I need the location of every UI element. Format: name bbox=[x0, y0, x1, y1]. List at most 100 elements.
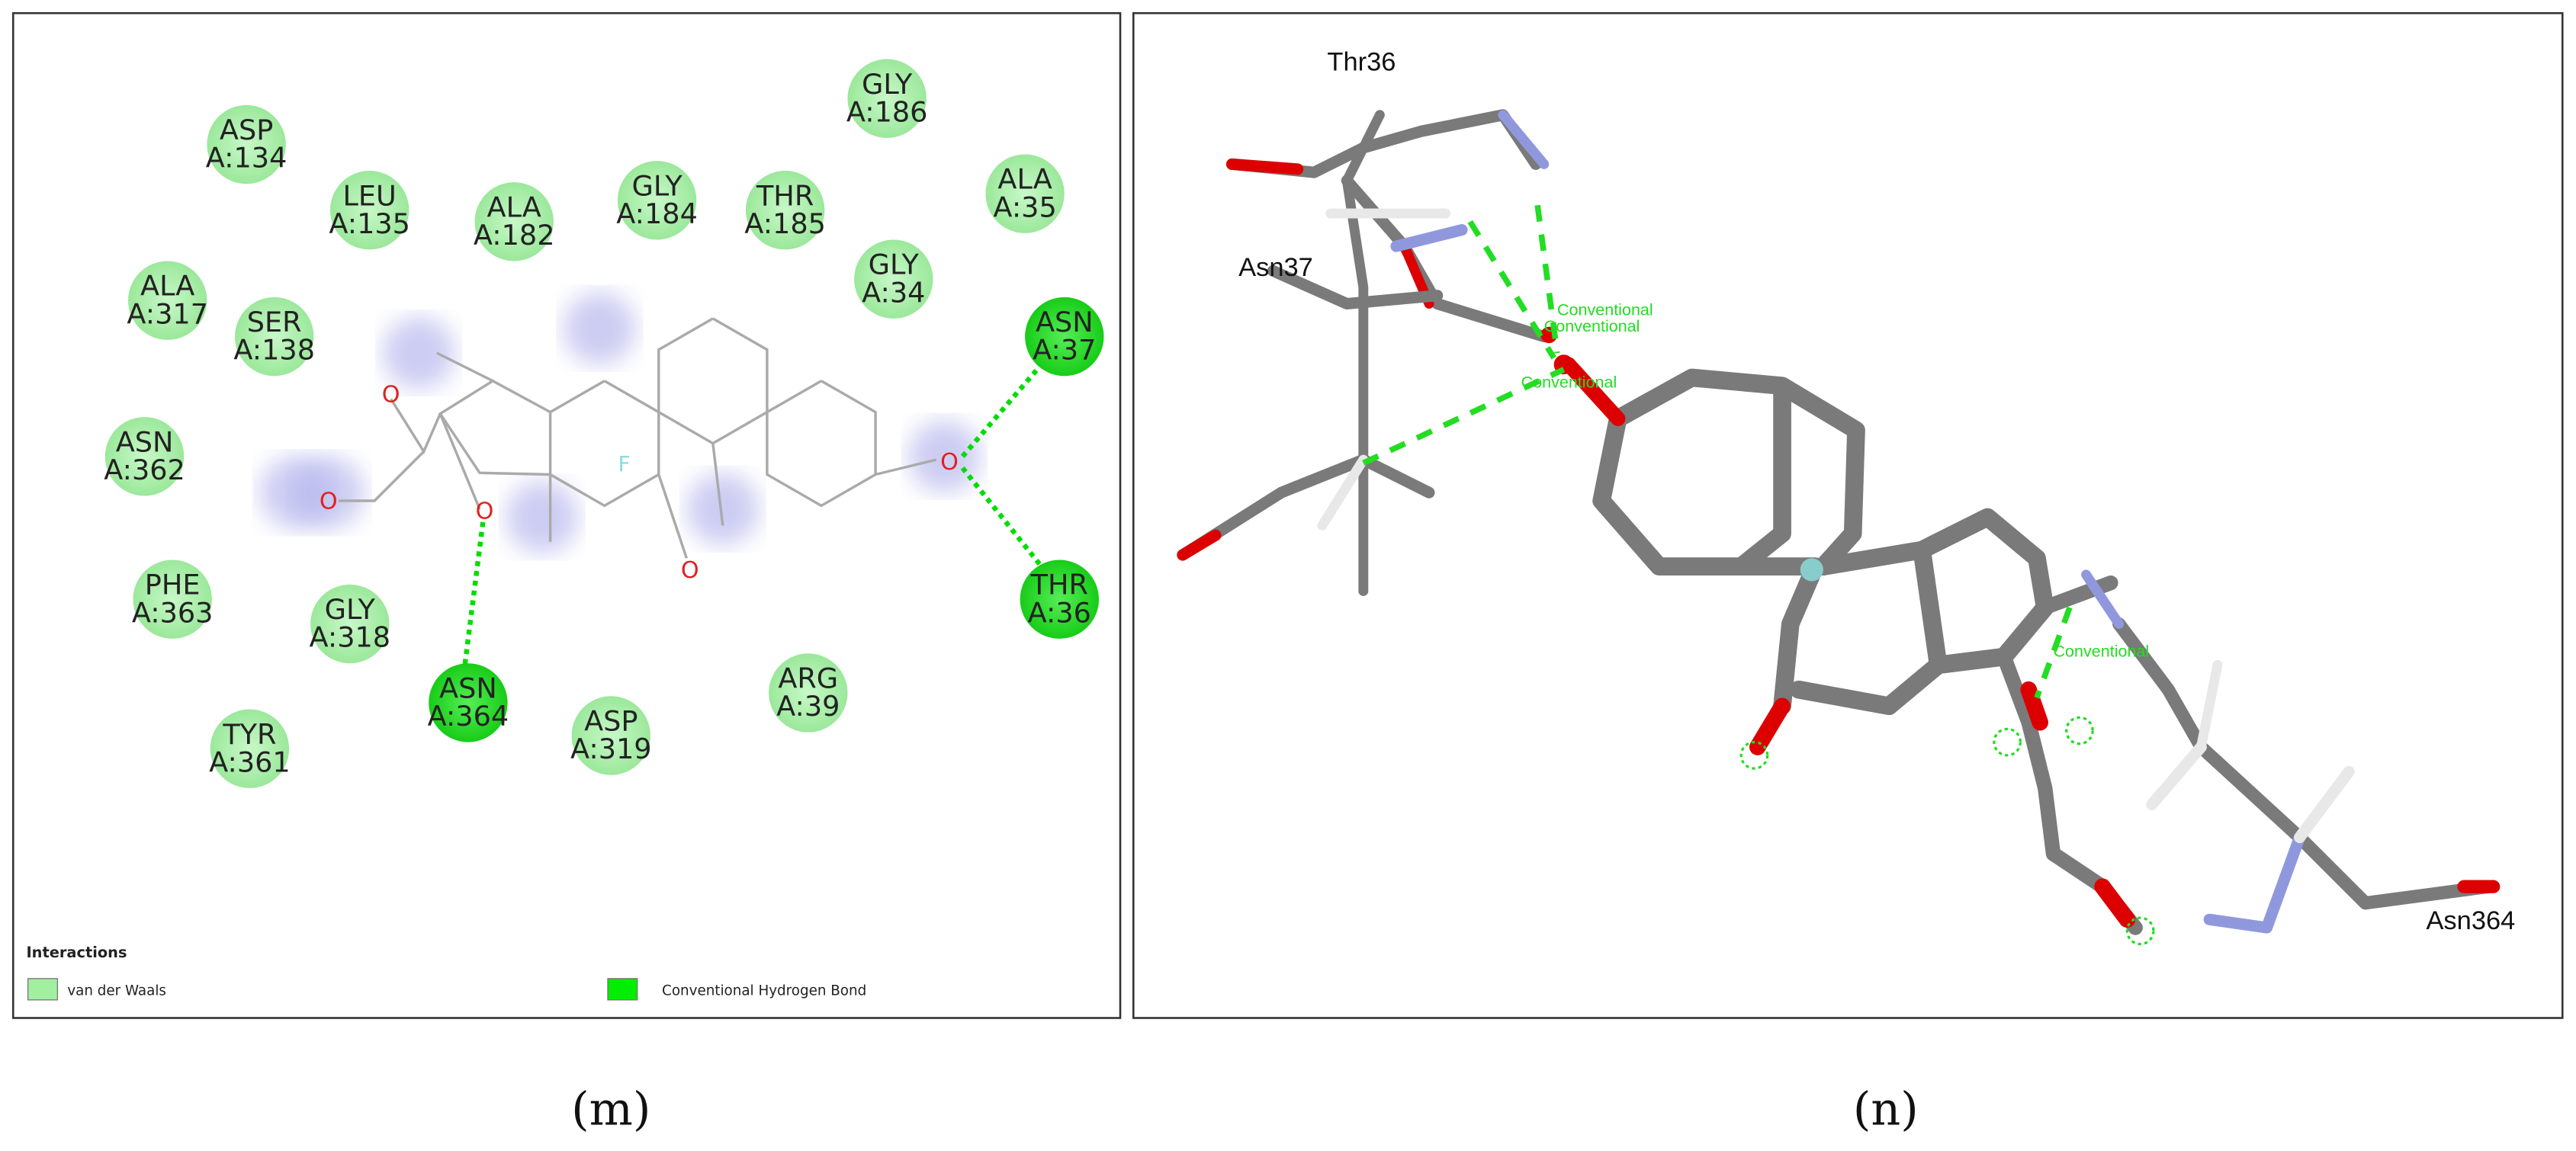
residue-id: A:39 bbox=[776, 690, 840, 723]
residue-id: A:36 bbox=[1028, 596, 1091, 629]
residue-name: ALA bbox=[140, 270, 194, 303]
residue-name: ASN bbox=[439, 672, 497, 704]
legend-label-hbond: Conventional Hydrogen Bond bbox=[662, 983, 866, 999]
stick-bond bbox=[2294, 765, 2355, 844]
caption-m: (m) bbox=[571, 1082, 650, 1136]
stick-bond bbox=[1913, 540, 1948, 675]
stick-bond bbox=[1608, 368, 1865, 576]
stick-bond bbox=[2195, 659, 2223, 752]
stick-bond bbox=[1267, 265, 1444, 310]
svg-text:Conventional: Conventional bbox=[1544, 317, 1640, 335]
residue-id: A:182 bbox=[474, 219, 555, 252]
residue-name: ASP bbox=[220, 114, 273, 146]
stick-bond bbox=[1749, 697, 1791, 755]
residue-name: GLY bbox=[862, 68, 913, 101]
hbond-atom-marker bbox=[2065, 716, 2094, 745]
hbond-line bbox=[960, 351, 1054, 458]
bond bbox=[875, 458, 937, 476]
bond bbox=[766, 380, 877, 508]
residue-id: A:319 bbox=[570, 733, 652, 765]
residue-name: ALA bbox=[997, 163, 1052, 196]
residue-id: A:134 bbox=[206, 142, 287, 175]
residue-id: A:185 bbox=[744, 207, 826, 240]
bond bbox=[711, 443, 724, 526]
residue-name: SER bbox=[247, 306, 302, 338]
residue-name: THR bbox=[756, 179, 814, 212]
bond bbox=[438, 379, 551, 476]
hbond-atom-marker bbox=[1739, 740, 1769, 770]
halo bbox=[382, 316, 455, 390]
residue-id: A:363 bbox=[132, 596, 214, 629]
stick-bond bbox=[1177, 529, 1222, 561]
legend-label-vdw: van der Waals bbox=[67, 983, 166, 999]
panel-n: Conventional Conventional Conventional C… bbox=[1132, 11, 2564, 1019]
legend-swatch-vdw bbox=[27, 978, 59, 1001]
oxygen-atom: O bbox=[940, 449, 959, 476]
fluorine-atom-3d bbox=[1800, 558, 1823, 582]
residue-id: A:37 bbox=[1033, 334, 1096, 367]
label-asn364: Asn364 bbox=[2426, 906, 2515, 935]
legend-title: Interactions bbox=[26, 944, 127, 961]
hbond-atom-marker bbox=[2125, 916, 2155, 946]
oxygen-atom: O bbox=[382, 382, 400, 409]
residue-name: ARG bbox=[778, 662, 838, 695]
fluorine-atom: F bbox=[618, 451, 630, 476]
residue-id: A:318 bbox=[309, 621, 390, 654]
hbond-line bbox=[462, 521, 486, 665]
stick-bond bbox=[1592, 385, 1791, 576]
residue-name: GLY bbox=[325, 593, 376, 626]
oxygen-atom: O bbox=[476, 499, 494, 525]
residue-name: GLY bbox=[869, 248, 920, 281]
residue-id: A:138 bbox=[233, 334, 315, 367]
residue-id: A:361 bbox=[209, 745, 291, 778]
stick-bond bbox=[1317, 454, 1369, 531]
stick-bond bbox=[1390, 224, 1468, 252]
residue-id: A:34 bbox=[862, 276, 925, 309]
label-asn37: Asn37 bbox=[1238, 253, 1313, 282]
residue-name: ALA bbox=[487, 191, 541, 223]
bond bbox=[436, 351, 493, 383]
halo bbox=[506, 481, 579, 553]
stick-bond bbox=[2081, 569, 2125, 629]
halo bbox=[908, 420, 981, 493]
stick-bond bbox=[2094, 878, 2136, 928]
bond bbox=[338, 450, 425, 502]
stick-bond bbox=[2020, 681, 2049, 731]
caption-n: (n) bbox=[1853, 1082, 1919, 1136]
3d-stick-model bbox=[1177, 109, 2501, 946]
3d-hbond-labels: Conventional Conventional Conventional C… bbox=[1521, 301, 2150, 661]
residue-id: A:184 bbox=[616, 197, 698, 230]
halo bbox=[563, 292, 636, 365]
stick-bond bbox=[1177, 454, 1435, 561]
residue-name: ASP bbox=[584, 705, 638, 738]
atom-halos bbox=[259, 292, 981, 553]
svg-text:Conventional: Conventional bbox=[1557, 301, 1653, 319]
residue-name: ASN bbox=[116, 425, 174, 458]
residue-id: A:35 bbox=[993, 191, 1056, 223]
stick-bond bbox=[2112, 617, 2495, 910]
svg-text:Conventional: Conventional bbox=[2054, 643, 2150, 661]
residue-id: A:186 bbox=[846, 95, 928, 128]
residue-name: GLY bbox=[631, 169, 683, 202]
residue-name: THR bbox=[1030, 569, 1088, 601]
stick-bond bbox=[1732, 557, 1825, 716]
residue-name: ASN bbox=[1036, 306, 1094, 338]
label-thr36: Thr36 bbox=[1327, 48, 1396, 77]
legend-swatch-hbond bbox=[607, 978, 638, 1001]
